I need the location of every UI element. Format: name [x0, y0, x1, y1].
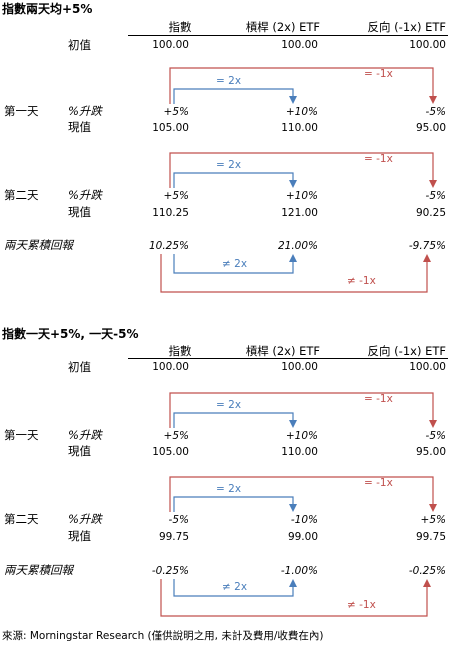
arrow-label-eq-neg1x: = -1x	[364, 153, 393, 165]
initial-leveraged: 100.00	[281, 361, 318, 373]
value-label: 現值	[68, 205, 91, 219]
day1-val-leveraged: 110.00	[281, 446, 318, 458]
cumulative-return-label: 兩天累積回報	[4, 563, 73, 577]
arrow-label-ne-2x: ≠ 2x	[222, 258, 248, 270]
initial-index: 100.00	[152, 361, 189, 373]
day2-val-leveraged: 121.00	[281, 207, 318, 219]
col-header-index: 指數	[168, 20, 192, 34]
initial-inverse: 100.00	[409, 39, 446, 51]
cum-inverse: -9.75%	[408, 240, 446, 252]
col-header-inverse: 反向 (-1x) ETF	[367, 344, 446, 358]
day2-val-index: 99.75	[158, 531, 189, 543]
value-label: 現值	[68, 529, 91, 543]
arrow-ne-2x	[173, 579, 297, 597]
pct-change-label: %升跌	[68, 104, 102, 118]
day2-pct-leveraged: +10%	[285, 190, 318, 202]
initial-index: 100.00	[152, 39, 189, 51]
day1-label: 第一天	[4, 428, 39, 442]
section-title: 指數一天+5%, 一天-5%	[2, 327, 139, 341]
header-rule	[128, 358, 448, 359]
cum-leveraged: 21.00%	[277, 240, 318, 252]
day1-val-inverse: 95.00	[415, 446, 446, 458]
day2-pct-index: +5%	[163, 190, 189, 202]
initial-label: 初值	[68, 360, 91, 374]
cum-leveraged: -1.00%	[280, 565, 318, 577]
cum-inverse: -0.25%	[408, 565, 446, 577]
arrow-label-eq-2x: = 2x	[216, 483, 242, 495]
day2-pct-inverse: +5%	[420, 514, 446, 526]
day1-pct-index: +5%	[163, 430, 189, 442]
day1-pct-index: +5%	[163, 106, 189, 118]
day2-val-inverse: 99.75	[415, 531, 446, 543]
value-label: 現值	[68, 120, 91, 134]
arrow-eq-2x	[173, 88, 297, 104]
pct-change-label: %升跌	[68, 428, 102, 442]
cumulative-return-label: 兩天累積回報	[4, 238, 73, 252]
arrow-label-eq-2x: = 2x	[216, 399, 242, 411]
pct-change-label: %升跌	[68, 512, 102, 526]
day1-val-index: 105.00	[152, 122, 189, 134]
arrow-label-ne-neg1x: ≠ -1x	[347, 599, 376, 611]
day2-pct-leveraged: -10%	[290, 514, 318, 526]
arrow-label-ne-neg1x: ≠ -1x	[347, 275, 376, 287]
arrow-label-eq-neg1x: = -1x	[364, 68, 393, 80]
day1-val-index: 105.00	[152, 446, 189, 458]
source-note: 來源: Morningstar Research (僅供說明之用, 未計及費用/…	[2, 630, 324, 642]
pct-change-label: %升跌	[68, 188, 102, 202]
day2-label: 第二天	[4, 188, 39, 202]
col-header-inverse: 反向 (-1x) ETF	[367, 20, 446, 34]
cum-index: 10.25%	[148, 240, 189, 252]
day1-pct-leveraged: +10%	[285, 106, 318, 118]
col-header-leveraged: 槓桿 (2x) ETF	[245, 20, 320, 34]
arrow-label-ne-2x: ≠ 2x	[222, 581, 248, 593]
cum-index: -0.25%	[151, 565, 189, 577]
arrow-label-eq-2x: = 2x	[216, 75, 242, 87]
initial-leveraged: 100.00	[281, 39, 318, 51]
day2-pct-inverse: -5%	[425, 190, 446, 202]
arrow-eq-2x	[173, 172, 297, 188]
day1-pct-inverse: -5%	[425, 106, 446, 118]
value-label: 現值	[68, 444, 91, 458]
arrow-eq-neg1x	[169, 67, 437, 104]
day1-val-leveraged: 110.00	[281, 122, 318, 134]
day2-val-leveraged: 99.00	[287, 531, 318, 543]
arrow-eq-neg1x	[169, 476, 437, 512]
arrow-ne-neg1x	[160, 579, 431, 617]
arrow-eq-neg1x	[169, 392, 437, 428]
day2-val-inverse: 90.25	[415, 207, 446, 219]
arrow-label-eq-neg1x: = -1x	[364, 477, 393, 489]
arrow-eq-2x	[173, 496, 297, 512]
initial-label: 初值	[68, 38, 91, 52]
day2-label: 第二天	[4, 512, 39, 526]
col-header-leveraged: 槓桿 (2x) ETF	[245, 344, 320, 358]
initial-inverse: 100.00	[409, 361, 446, 373]
col-header-index: 指數	[168, 344, 192, 358]
day2-val-index: 110.25	[152, 207, 189, 219]
arrow-label-eq-2x: = 2x	[216, 159, 242, 171]
section-title: 指數兩天均+5%	[2, 2, 93, 16]
arrow-eq-2x	[173, 412, 297, 428]
header-rule	[128, 35, 448, 36]
day1-pct-leveraged: +10%	[285, 430, 318, 442]
arrow-ne-neg1x	[160, 254, 431, 293]
day2-pct-index: -5%	[168, 514, 189, 526]
day1-pct-inverse: -5%	[425, 430, 446, 442]
arrow-ne-2x	[173, 254, 297, 274]
day1-label: 第一天	[4, 104, 39, 118]
day1-val-inverse: 95.00	[415, 122, 446, 134]
arrow-label-eq-neg1x: = -1x	[364, 393, 393, 405]
arrow-eq-neg1x	[169, 152, 437, 188]
